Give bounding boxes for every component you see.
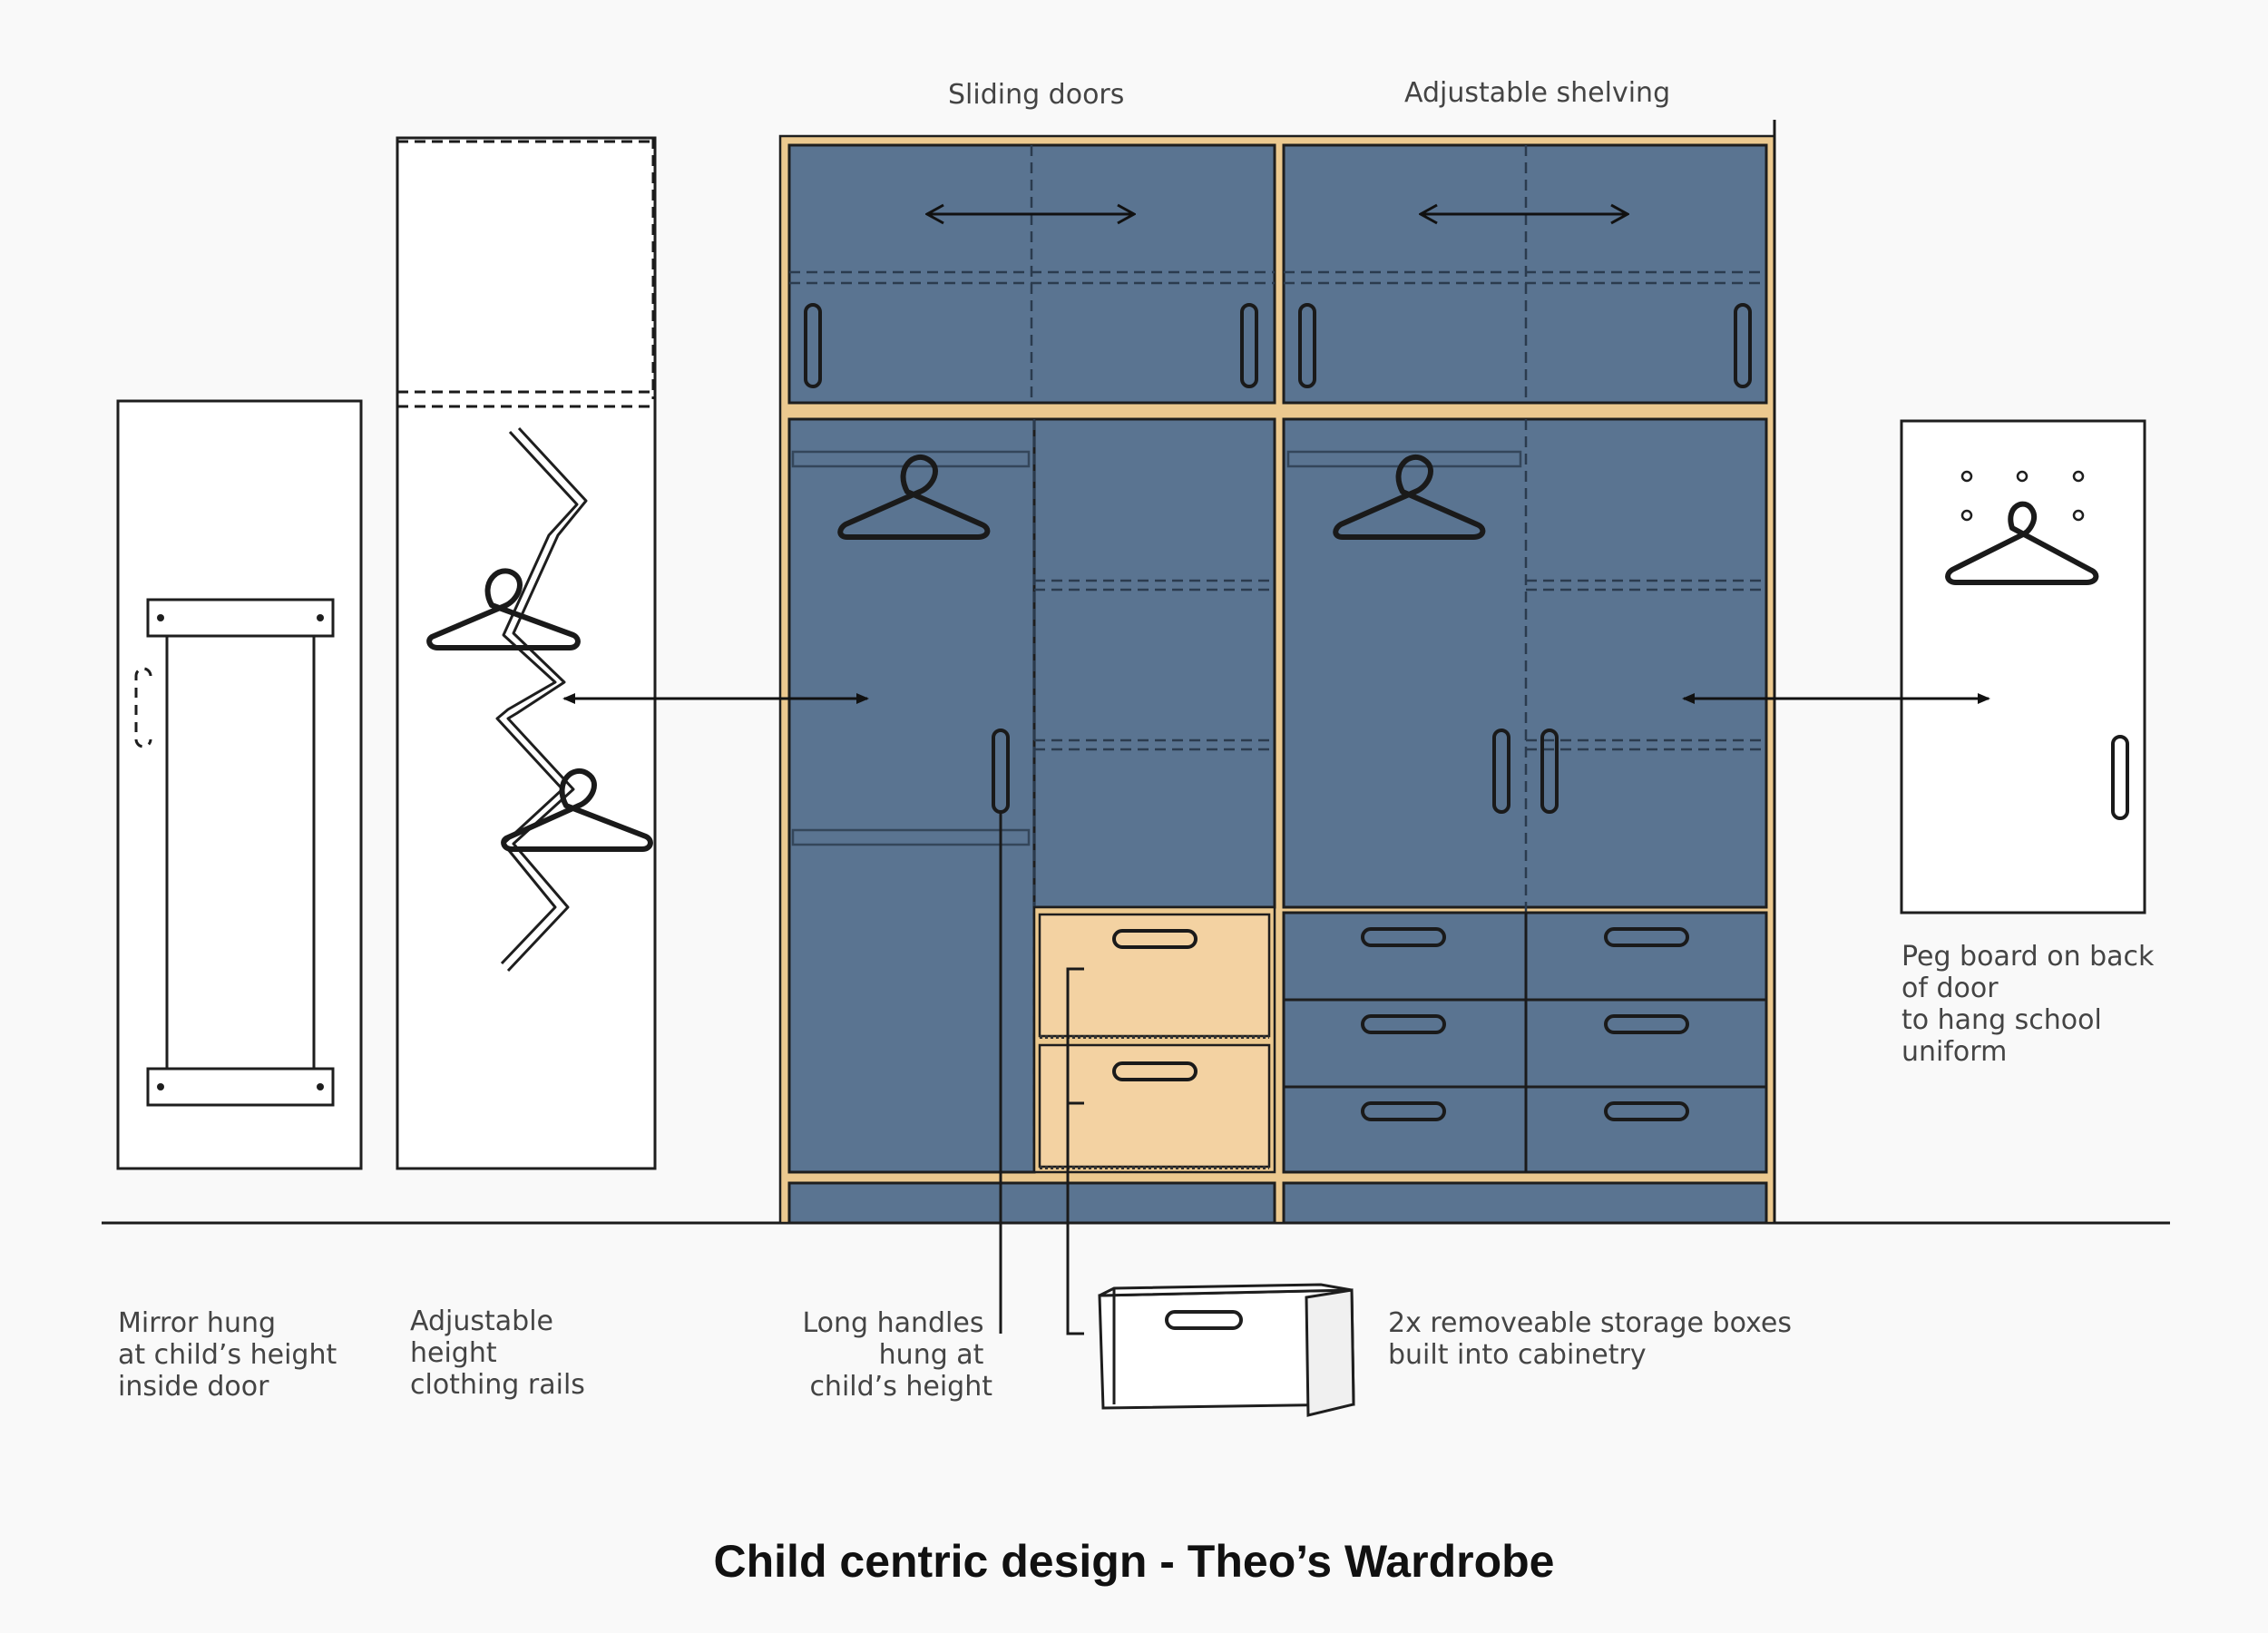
label-long-handles: Long handles hung at child’s height <box>802 1307 992 1403</box>
wardrobe <box>778 120 1776 1225</box>
hanger-icon <box>501 768 653 852</box>
door-handle-dashed <box>134 667 152 748</box>
label-adjustable-shelving: Adjustable shelving <box>1404 77 1670 109</box>
hanging-rail <box>791 828 1031 846</box>
mirror-door <box>116 399 363 1170</box>
storage-box-upper <box>1038 913 1271 1038</box>
label-peg-board: Peg board on back of door to hang school… <box>1901 941 2163 1068</box>
page-title: Child centric design - Theo’s Wardrobe <box>714 1536 1555 1587</box>
hanger-icon <box>426 568 581 650</box>
mirror-bracket-icon <box>146 598 335 1107</box>
label-storage-boxes: 2x removeable storage boxes built into c… <box>1388 1307 1801 1371</box>
rail-track <box>495 426 588 973</box>
plinth-right <box>1282 1181 1768 1225</box>
rails-panel <box>396 136 657 1170</box>
leader-bracket <box>1066 967 1084 1335</box>
label-sliding-doors: Sliding doors <box>948 79 1124 111</box>
label-mirror: Mirror hung at child’s height inside doo… <box>118 1307 346 1403</box>
hanging-rail <box>1286 450 1522 468</box>
hanging-rail <box>791 450 1031 468</box>
hanger-icon <box>837 454 991 540</box>
shelf-compartment <box>1032 417 1276 909</box>
hanger-icon <box>1945 501 2099 585</box>
label-rails: Adjustable height clothing rails <box>410 1305 585 1401</box>
hanger-icon <box>1333 454 1486 540</box>
storage-box-icon <box>1098 1283 1355 1417</box>
peg-board-door <box>1900 419 2146 914</box>
plinth-left <box>787 1181 1276 1225</box>
peg-hole-icon <box>1960 470 2085 522</box>
hanging-compartment-left <box>787 417 1036 1174</box>
